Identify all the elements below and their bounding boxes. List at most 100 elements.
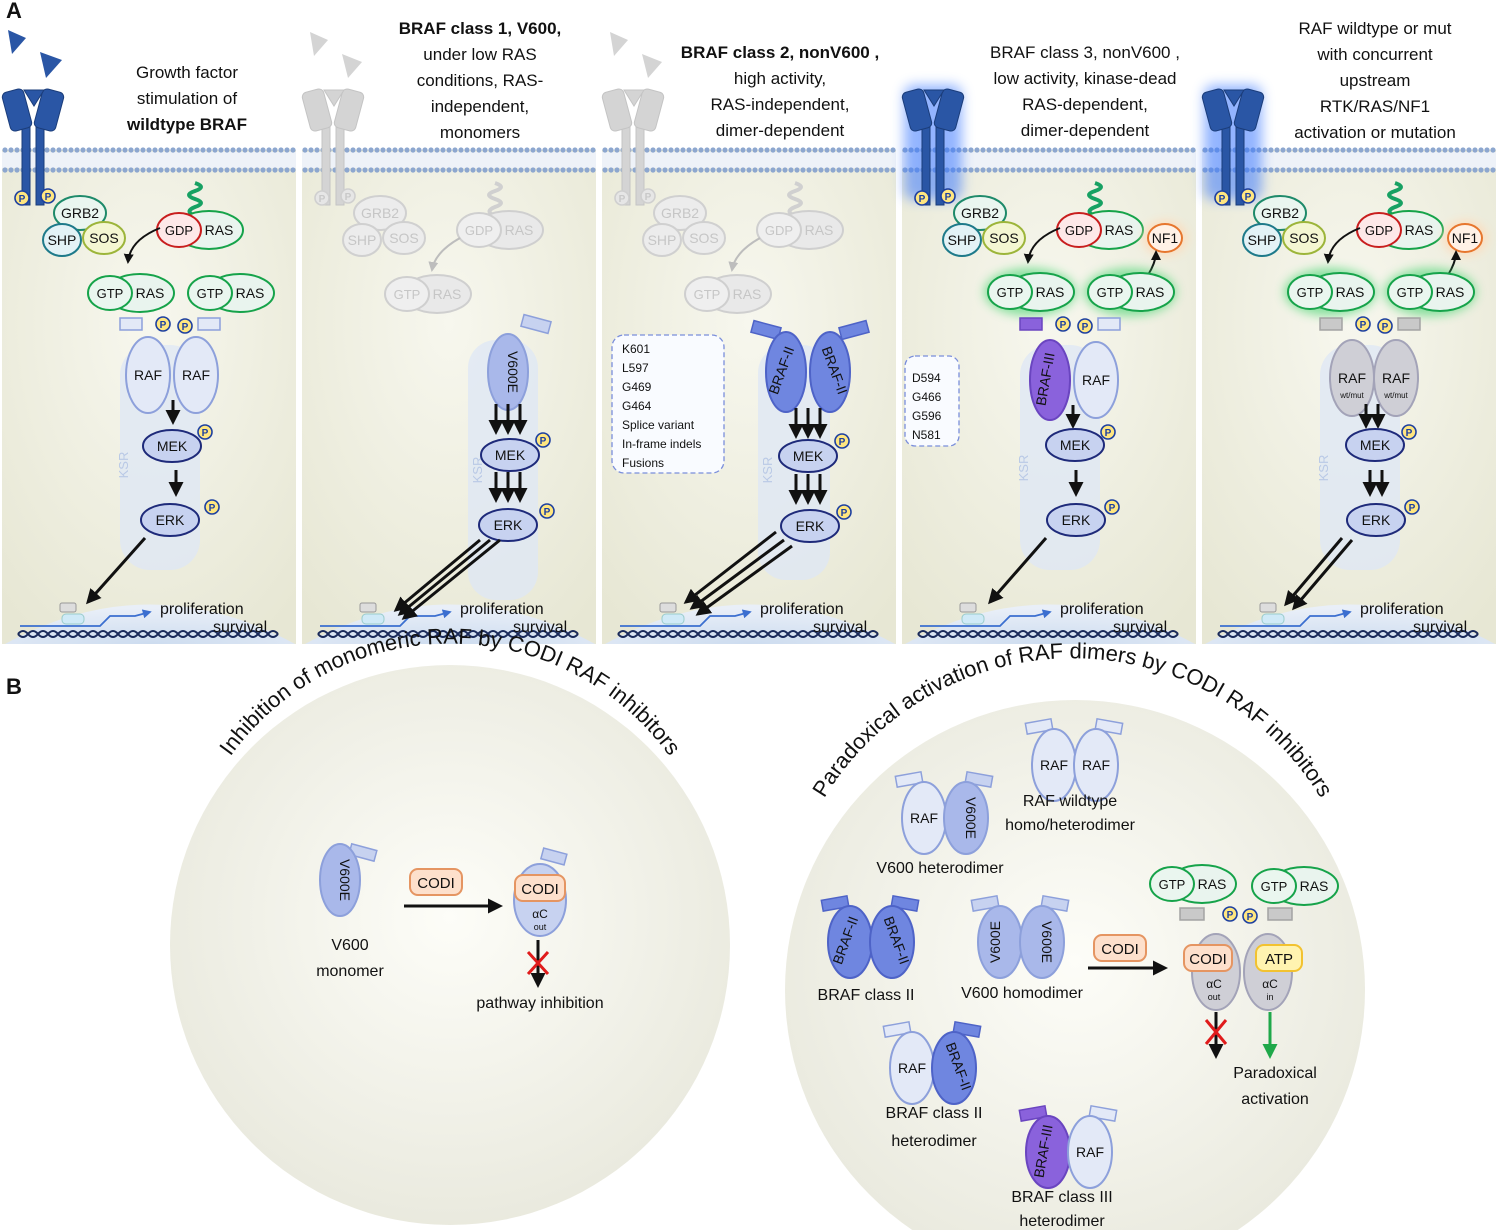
lipid-head [386, 167, 392, 173]
lipid-head [530, 167, 536, 173]
lipid-head [14, 147, 20, 153]
lipid-head [1052, 167, 1058, 173]
raf-right-label: RAF [182, 367, 210, 383]
phospho-badge [1214, 190, 1230, 206]
lipid-head [542, 167, 548, 173]
lipid-head [410, 167, 416, 173]
lipid-head [1190, 167, 1196, 173]
lipid-head [1070, 167, 1076, 173]
raf-left [125, 336, 171, 414]
lipid-head [818, 167, 824, 173]
lipid-head [14, 167, 20, 173]
lipid-head [590, 147, 596, 153]
lipid-head [236, 167, 242, 173]
lipid-head [644, 167, 650, 173]
ras-label: RAS [1198, 876, 1227, 892]
gtp [987, 274, 1033, 310]
lipid-head [992, 167, 998, 173]
wtmut-label: wt/mut [1339, 391, 1364, 400]
lipid-head [974, 167, 980, 173]
lipid-head [1472, 147, 1478, 153]
lipid-head [1358, 167, 1364, 173]
lipid-head [2, 147, 8, 153]
lipid-head [704, 147, 710, 153]
lipid-head [392, 167, 398, 173]
header-line: conditions, RAS- [417, 71, 544, 90]
erk-to-nucleus [1292, 539, 1354, 611]
ras-binding-domain [1267, 907, 1293, 921]
lipid-head [1340, 147, 1346, 153]
lipid-head [104, 167, 110, 173]
lipid-head [1472, 167, 1478, 173]
phospho-badge [1100, 424, 1116, 440]
lipid-head [866, 167, 872, 173]
header-line: dimer-dependent [1021, 121, 1150, 140]
lipid-head [440, 147, 446, 153]
dna-strand [617, 630, 879, 638]
lipid-head [98, 147, 104, 153]
erk [478, 508, 538, 542]
lipid-head [1400, 147, 1406, 153]
lipid-head [968, 147, 974, 153]
paradoxical-label: Paradoxical [1233, 1065, 1317, 1082]
ras-label: RAS [236, 285, 265, 301]
phospho-label: P [645, 192, 652, 203]
lipid-head [1064, 147, 1070, 153]
mek [778, 439, 838, 473]
lipid-head [284, 147, 290, 153]
atp-box [1255, 944, 1303, 972]
lipid-head [986, 147, 992, 153]
lipid-head [1034, 167, 1040, 173]
lipid-head [566, 147, 572, 153]
lipid-head [266, 147, 272, 153]
header-line: activation or mutation [1294, 123, 1456, 142]
erk-to-nucleus [683, 530, 777, 604]
alpha-c-label: αC [1262, 977, 1278, 991]
lipid-head [500, 147, 506, 153]
lipid-head [878, 147, 884, 153]
lipid-head [710, 147, 716, 153]
braf-class3-het-label: heterodimer [1019, 1213, 1105, 1230]
ras-anchor [1387, 181, 1403, 217]
lipid-head [734, 167, 740, 173]
phospho-badge [834, 433, 850, 449]
lipid-head [50, 147, 56, 153]
mek-label: MEK [793, 448, 824, 464]
lipid-head [872, 167, 878, 173]
lipid-head [254, 147, 260, 153]
shp [1242, 223, 1282, 257]
gtp-label: GTP [694, 287, 721, 302]
lipid-head [476, 147, 482, 153]
lipid-head [830, 147, 836, 153]
lipid-head [464, 167, 470, 173]
lipid-head [644, 147, 650, 153]
lipid-head [278, 167, 284, 173]
lipid-head [722, 167, 728, 173]
lipid-head [272, 147, 278, 153]
dna-strand [917, 630, 1179, 638]
phospho-badge [1377, 318, 1393, 334]
lipid-head [224, 167, 230, 173]
lipid-head [1424, 167, 1430, 173]
header-line: Growth factor [136, 63, 238, 82]
lipid-head [1016, 167, 1022, 173]
lipid-head [1436, 147, 1442, 153]
phospho-label: P [1060, 320, 1067, 331]
lipid-head [482, 147, 488, 153]
lipid-head [1166, 167, 1172, 173]
survival-label: survival [513, 619, 567, 636]
braf-class3-het-label: BRAF class III [1011, 1189, 1112, 1206]
lipid-head [1328, 167, 1334, 173]
mutation-label: G464 [622, 399, 652, 413]
receptor-ectodomain [33, 88, 65, 132]
lipid-head [218, 147, 224, 153]
lipid-head [1274, 167, 1280, 173]
lipid-head [752, 147, 758, 153]
lipid-head [530, 147, 536, 153]
